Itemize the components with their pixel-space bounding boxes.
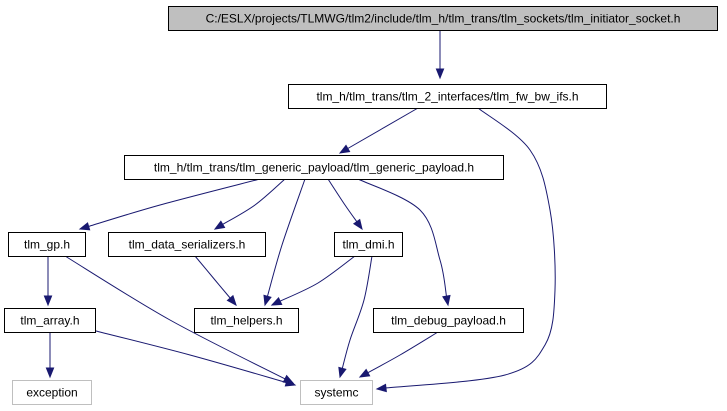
node-box (12, 380, 92, 405)
edge-dmi-to-helpers (270, 255, 356, 306)
edge-dmi-to-systemc (338, 255, 373, 379)
edge-arrowhead (284, 378, 297, 387)
edge-line (221, 178, 286, 226)
edge-arrowhead (375, 383, 387, 393)
edge-gp_payload-to-serializers (213, 178, 286, 230)
node-label: tlm_gp.h (24, 238, 70, 252)
edge-arrowhead (358, 368, 371, 378)
edge-arrowhead (338, 144, 351, 154)
edge-line (279, 255, 356, 302)
edge-gp_payload-to-dmi (327, 178, 363, 231)
node-box (124, 155, 504, 180)
node-fwbw[interactable]: tlm_h/tlm_trans/tlm_2_interfaces/tlm_fw_… (288, 84, 607, 109)
edge-gp-to-array (43, 256, 53, 307)
edges-layer (43, 30, 556, 393)
node-box (300, 380, 373, 405)
node-box (194, 308, 299, 333)
edge-arrowhead (338, 366, 347, 379)
edge-line (87, 178, 261, 228)
edge-debug-to-systemc (358, 331, 439, 378)
node-exception: exception (12, 380, 92, 405)
edge-arrowhead (442, 294, 451, 307)
node-gp[interactable]: tlm_gp.h (8, 232, 86, 257)
node-box (168, 6, 718, 31)
edge-fwbw-to-systemc (375, 107, 556, 393)
edge-serializers-to-helpers (194, 255, 237, 307)
node-array[interactable]: tlm_array.h (4, 308, 96, 333)
node-box (4, 308, 96, 333)
node-root[interactable]: C:/ESLX/projects/TLMWG/tlm2/include/tlm_… (168, 6, 718, 31)
node-helpers[interactable]: tlm_helpers.h (194, 308, 299, 333)
node-box (288, 84, 607, 109)
node-label: tlm_dmi.h (342, 238, 394, 252)
node-dmi[interactable]: tlm_dmi.h (334, 232, 403, 257)
node-debug[interactable]: tlm_debug_payload.h (373, 308, 524, 333)
edge-arrowhead (226, 294, 237, 307)
node-label: tlm_debug_payload.h (391, 314, 506, 328)
node-label: C:/ESLX/projects/TLMWG/tlm2/include/tlm_… (206, 12, 681, 26)
edge-arrowhead (78, 222, 91, 231)
node-label: exception (26, 386, 77, 400)
edge-arrowhead (435, 68, 445, 80)
node-box (334, 232, 403, 257)
edge-line (341, 255, 373, 370)
node-systemc: systemc (300, 380, 373, 405)
node-serializers[interactable]: tlm_data_serializers.h (108, 232, 266, 257)
edge-arrowhead (213, 220, 226, 230)
edge-line (384, 107, 556, 389)
node-label: systemc (314, 386, 358, 400)
edge-line (266, 178, 306, 298)
edge-line (327, 178, 358, 223)
node-label: tlm_data_serializers.h (129, 238, 246, 252)
edge-arrowhead (270, 296, 283, 306)
edge-root-to-fwbw (435, 30, 445, 80)
edge-fwbw-to-gp_payload (338, 107, 419, 154)
edge-line (91, 329, 288, 384)
node-label: tlm_h/tlm_trans/tlm_2_interfaces/tlm_fw_… (316, 90, 578, 104)
edge-gp_payload-to-gp (78, 178, 261, 231)
node-box (8, 232, 86, 257)
node-label: tlm_array.h (20, 314, 79, 328)
edge-line (366, 331, 439, 374)
node-box (373, 308, 524, 333)
edge-arrowhead (43, 295, 53, 307)
edge-line (64, 255, 287, 380)
nodes-layer: C:/ESLX/projects/TLMWG/tlm2/include/tlm_… (4, 6, 718, 405)
edge-line (346, 107, 419, 150)
edge-gp_payload-to-debug (357, 178, 451, 307)
node-label: tlm_h/tlm_trans/tlm_generic_payload/tlm_… (154, 161, 474, 175)
edge-arrowhead (352, 218, 363, 231)
edge-arrowhead (45, 367, 55, 379)
edge-array-to-systemc (91, 329, 297, 387)
edge-line (194, 255, 232, 300)
node-box (108, 232, 266, 257)
node-label: tlm_helpers.h (210, 314, 282, 328)
edge-arrowhead (263, 294, 272, 307)
edge-gp_payload-to-helpers (263, 178, 306, 307)
edge-line (357, 178, 448, 298)
edge-array-to-exception (45, 332, 55, 379)
node-gp_payload[interactable]: tlm_h/tlm_trans/tlm_generic_payload/tlm_… (124, 155, 504, 180)
